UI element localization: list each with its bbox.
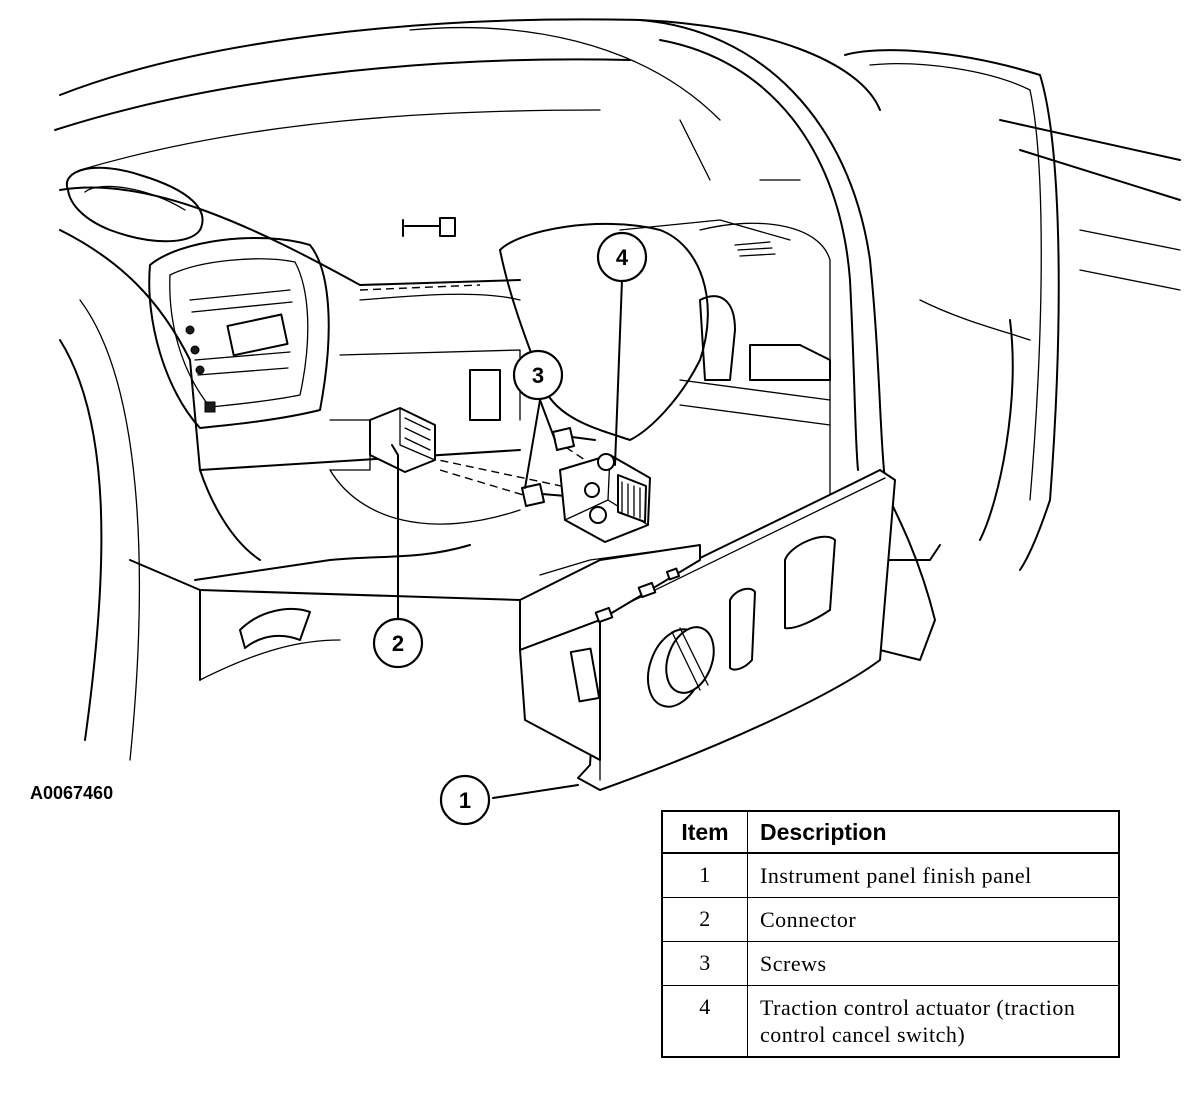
parts-legend-table: Item Description 1 Instrument panel fini… [661,810,1120,1058]
finish-panel-part [519,469,896,791]
legend-row: 2 Connector [661,897,1120,942]
legend-item-number: 3 [661,941,748,986]
legend-item-description: Instrument panel finish panel [747,852,1120,898]
legend-header-item: Item [661,810,748,854]
traction-control-actuator-part [559,453,651,543]
connector-part [329,369,521,525]
legend-item-number: 4 [661,985,748,1058]
legend-row: 4 Traction control actuator (traction co… [661,985,1120,1058]
legend-item-description: Screws [747,941,1120,986]
callout-1: 1 [439,774,491,826]
mounting-bolt [402,217,456,237]
callout-3-label: 3 [532,363,544,388]
callout-2: 2 [372,617,424,669]
screws-part [521,427,596,507]
legend-item-number: 2 [661,897,748,942]
legend-item-description: Traction control actuator (traction cont… [747,985,1120,1058]
callout-3: 3 [512,349,564,401]
callout-4-label: 4 [616,245,629,270]
legend-header-row: Item Description [661,810,1120,854]
legend-item-number: 1 [661,852,748,898]
windshield-outline [54,18,881,171]
legend-row: 3 Screws [661,941,1120,986]
callout-1-label: 1 [459,788,471,813]
open-door-outline [844,49,1181,571]
legend-item-description: Connector [747,897,1120,942]
legend-header-description: Description [747,810,1120,854]
figure-id-label: A0067460 [30,783,114,803]
callout-leader-lines [391,279,623,799]
legend-row: 1 Instrument panel finish panel [661,852,1120,898]
callout-4: 4 [596,231,648,283]
callout-2-label: 2 [392,631,404,656]
left-air-vent [148,237,330,429]
dashboard-outline [59,186,521,761]
top-defrost-vent [65,166,204,243]
